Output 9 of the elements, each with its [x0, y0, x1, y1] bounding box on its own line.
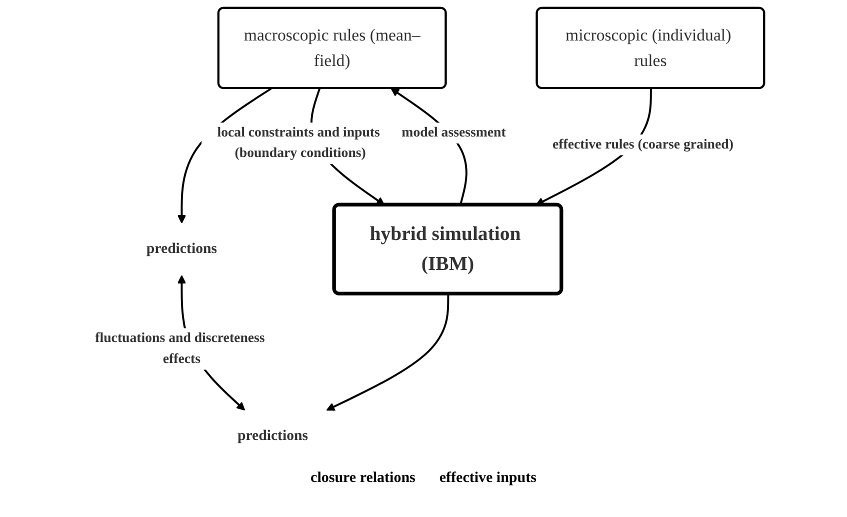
- note-text: closure relations: [310, 470, 416, 487]
- arrow: [326, 294, 450, 411]
- node-text: predictions: [237, 428, 308, 444]
- note-text: effective inputs: [439, 470, 536, 487]
- node-text: predictions: [146, 240, 218, 257]
- edge-label: model assessment: [402, 126, 506, 140]
- edge-label: effective rules (coarse grained): [552, 137, 734, 152]
- edge-label: local constraints and inputs (boundary conditions): [217, 126, 380, 162]
- edge-label: fluctuations and discreteness effects: [95, 331, 265, 367]
